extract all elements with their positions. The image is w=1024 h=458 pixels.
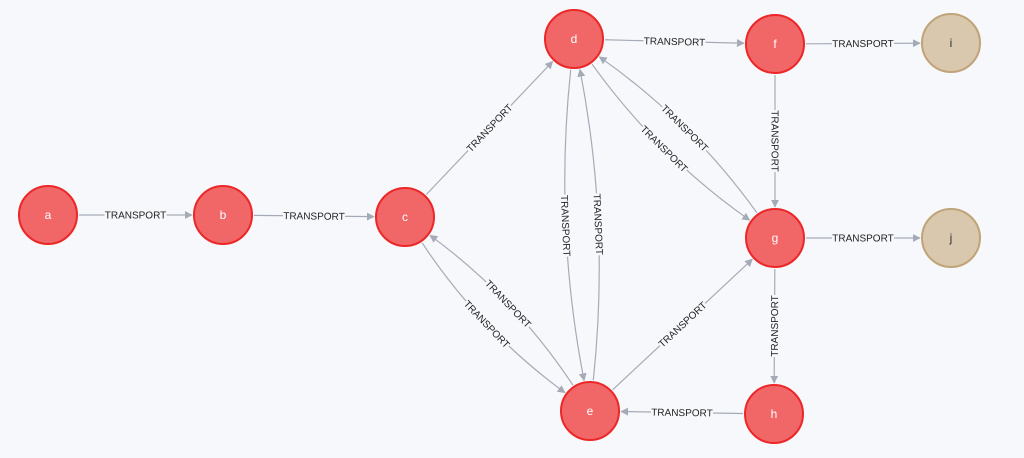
- edge-g-j[interactable]: TRANSPORT: [806, 231, 921, 245]
- node-circle: [744, 384, 804, 444]
- edge-label: TRANSPORT: [590, 193, 604, 255]
- node-circle: [375, 187, 435, 247]
- edge-label: TRANSPORT: [770, 295, 781, 357]
- edge-f-i[interactable]: TRANSPORT: [805, 36, 921, 51]
- node-i[interactable]: i: [921, 13, 981, 73]
- edge-line: [421, 242, 566, 394]
- edge-e-c[interactable]: TRANSPORT: [429, 234, 574, 386]
- edge-label-background: [481, 276, 535, 332]
- node-label: f: [773, 37, 777, 51]
- edge-label-background: [767, 294, 782, 358]
- node-label: d: [571, 32, 578, 46]
- node-label: e: [587, 404, 594, 418]
- edge-d-e[interactable]: TRANSPORT: [557, 69, 587, 382]
- edge-label: TRANSPORT: [651, 407, 713, 419]
- node-b[interactable]: b: [193, 185, 253, 245]
- edge-label-background: [643, 33, 706, 50]
- edge-label-background: [589, 193, 607, 256]
- edge-a-b[interactable]: TRANSPORT: [79, 208, 193, 222]
- edge-label: TRANSPORT: [832, 234, 894, 245]
- node-c[interactable]: c: [375, 187, 435, 247]
- node-label: b: [220, 208, 227, 222]
- edge-label-background: [460, 296, 514, 352]
- edge-label-background: [557, 194, 575, 257]
- edge-f-g[interactable]: TRANSPORT: [768, 75, 782, 208]
- edge-label-background: [104, 208, 167, 222]
- edge-label: TRANSPORT: [283, 211, 345, 223]
- node-label: c: [402, 210, 408, 224]
- edge-b-c[interactable]: TRANSPORT: [253, 208, 375, 224]
- node-circle: [544, 9, 604, 69]
- edge-line: [591, 63, 751, 221]
- edge-h-e[interactable]: TRANSPORT: [620, 404, 744, 421]
- edge-label: TRANSPORT: [644, 36, 706, 49]
- node-circle: [18, 185, 78, 245]
- node-label: g: [772, 231, 779, 245]
- node-g[interactable]: g: [745, 208, 805, 268]
- node-circle: [921, 13, 981, 73]
- edge-label-background: [768, 110, 782, 172]
- edge-label: TRANSPORT: [832, 39, 894, 50]
- node-h[interactable]: h: [744, 384, 804, 444]
- edge-g-h[interactable]: TRANSPORT: [767, 268, 782, 384]
- edge-label-background: [832, 231, 894, 245]
- node-circle: [745, 208, 805, 268]
- edge-label-background: [637, 122, 692, 176]
- edge-label: TRANSPORT: [465, 103, 515, 155]
- edge-label: TRANSPORT: [769, 110, 780, 172]
- nodes-layer: a b c d e f g h i j: [18, 9, 981, 444]
- node-f[interactable]: f: [745, 14, 805, 74]
- node-label: a: [45, 208, 52, 222]
- edge-line: [598, 56, 758, 214]
- node-a[interactable]: a: [18, 185, 78, 245]
- node-d[interactable]: d: [544, 9, 604, 69]
- node-label: i: [950, 36, 953, 50]
- edge-label: TRANSPORT: [657, 300, 709, 350]
- edge-g-d[interactable]: TRANSPORT: [598, 56, 758, 214]
- node-j[interactable]: j: [921, 208, 981, 268]
- node-circle: [193, 185, 253, 245]
- edge-label-background: [463, 100, 516, 156]
- node-circle: [560, 381, 620, 441]
- edge-label-background: [650, 404, 714, 421]
- node-circle: [745, 14, 805, 74]
- node-label: h: [771, 407, 778, 421]
- edge-label-background: [831, 36, 895, 51]
- edge-label-background: [282, 208, 346, 224]
- node-e[interactable]: e: [560, 381, 620, 441]
- node-label: j: [949, 231, 953, 245]
- edge-line: [429, 234, 574, 386]
- edge-d-f[interactable]: TRANSPORT: [604, 33, 745, 50]
- edge-d-g[interactable]: TRANSPORT: [591, 63, 751, 221]
- edge-e-d[interactable]: TRANSPORT: [577, 68, 607, 381]
- edge-e-g[interactable]: TRANSPORT: [612, 258, 753, 391]
- edge-label: TRANSPORT: [558, 195, 572, 257]
- edge-label-background: [657, 101, 712, 155]
- edge-label: TRANSPORT: [105, 211, 167, 222]
- node-circle: [921, 208, 981, 268]
- edge-c-d[interactable]: TRANSPORT: [425, 60, 554, 195]
- edge-label-background: [655, 298, 710, 351]
- edge-c-e[interactable]: TRANSPORT: [421, 242, 566, 394]
